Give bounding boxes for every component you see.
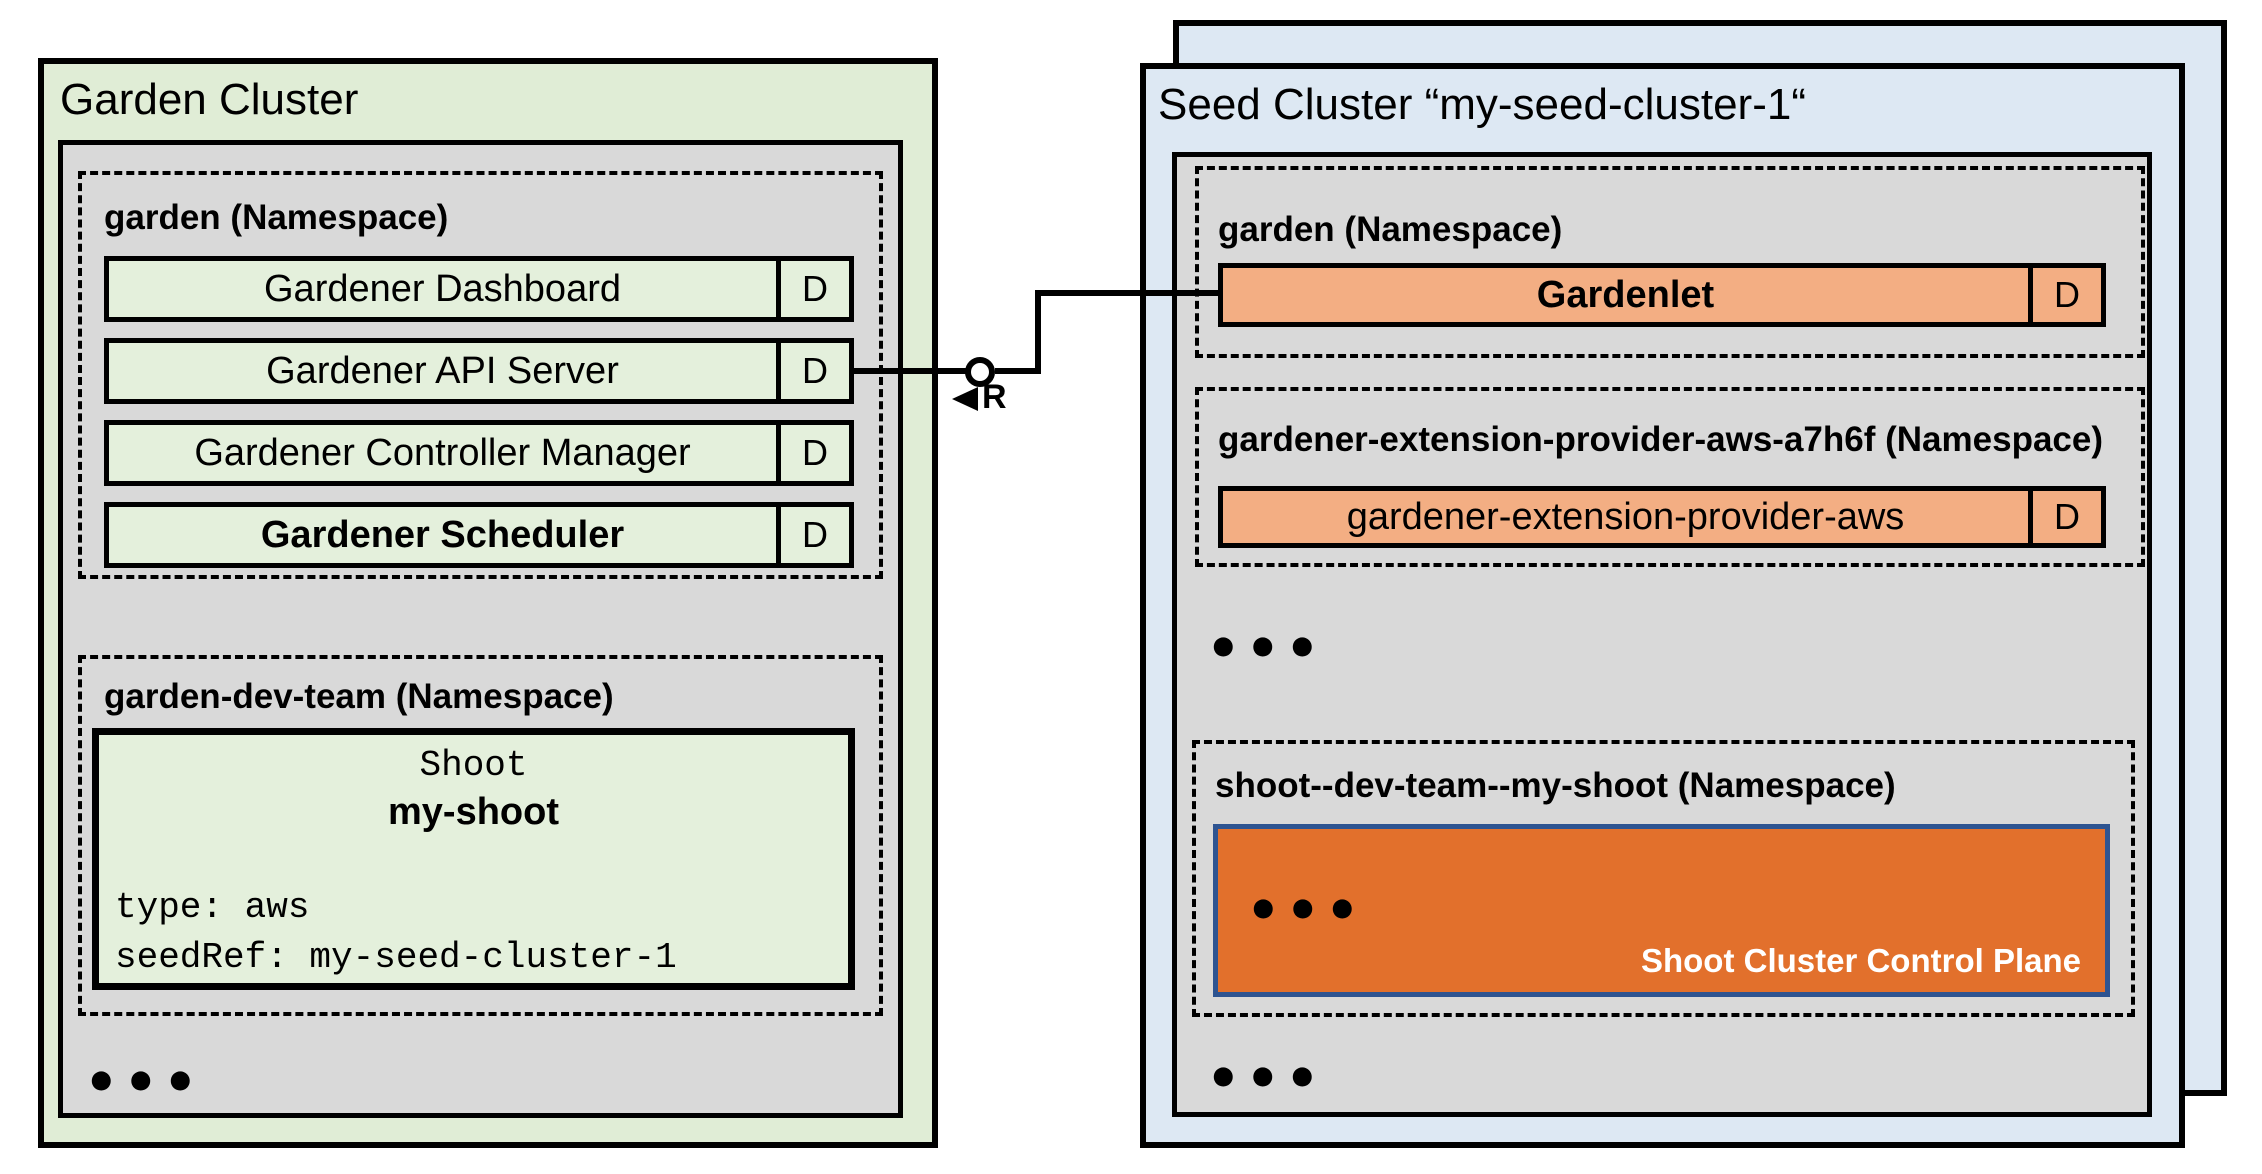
connector-segment-vertical bbox=[1035, 290, 1041, 374]
shoot-kind: Shoot bbox=[419, 745, 528, 786]
deployment-badge: D bbox=[776, 507, 849, 563]
shoot-resource-box: Shoot my-shoot type: aws seedRef: my-see… bbox=[92, 728, 855, 990]
component-label: Gardener Controller Manager bbox=[194, 431, 691, 474]
deployment-badge: D bbox=[776, 261, 849, 317]
garden-namespace-box bbox=[78, 171, 883, 579]
deployment-badge: D bbox=[2028, 268, 2101, 322]
extension-namespace-box bbox=[1195, 387, 2145, 567]
connector-segment-mid bbox=[995, 368, 1041, 374]
component-gardener-extension-provider-aws: gardener-extension-provider-aws D bbox=[1218, 486, 2106, 548]
component-label: Gardener API Server bbox=[266, 349, 619, 392]
shoot-control-plane-box: ••• Shoot Cluster Control Plane bbox=[1213, 824, 2110, 997]
component-label: Gardener Scheduler bbox=[260, 513, 625, 556]
seed-cluster-ellipsis-bottom: ••• bbox=[1206, 1047, 1325, 1110]
garden-dev-team-namespace-label: garden-dev-team (Namespace) bbox=[104, 677, 614, 716]
shoot-spec: type: aws seedRef: my-seed-cluster-1 bbox=[115, 887, 677, 978]
control-plane-label: Shoot Cluster Control Plane bbox=[1640, 942, 2081, 979]
deployment-badge: D bbox=[776, 425, 849, 481]
connector-relation-label: R bbox=[982, 378, 1007, 416]
component-gardener-dashboard: Gardener Dashboard D bbox=[104, 256, 854, 322]
component-gardener-controller-manager: Gardener Controller Manager D bbox=[104, 420, 854, 486]
seed-cluster-ellipsis-mid: ••• bbox=[1206, 617, 1325, 680]
connector-segment-to-gardenlet bbox=[1041, 290, 1218, 296]
deployment-badge: D bbox=[2028, 491, 2101, 543]
component-label: Gardenlet bbox=[1536, 273, 1715, 316]
extension-namespace-label: gardener-extension-provider-aws-a7h6f (N… bbox=[1218, 420, 2103, 459]
shoot-namespace-box bbox=[1192, 740, 2135, 1017]
shoot-namespace-label: shoot--dev-team--my-shoot (Namespace) bbox=[1215, 766, 1896, 805]
seed-cluster-title: Seed Cluster “my-seed-cluster-1“ bbox=[1158, 80, 1806, 129]
garden-cluster-title: Garden Cluster bbox=[60, 75, 359, 124]
component-label: Gardener Dashboard bbox=[264, 267, 621, 310]
control-plane-ellipsis: ••• bbox=[1246, 879, 1365, 942]
deployment-badge: D bbox=[776, 343, 849, 399]
connector-direction-arrow-icon bbox=[952, 387, 978, 411]
component-gardener-scheduler: Gardener Scheduler D bbox=[104, 502, 854, 568]
seed-garden-namespace-box bbox=[1195, 166, 2145, 358]
connector-segment-from-api-server bbox=[854, 368, 968, 374]
shoot-name: my-shoot bbox=[388, 791, 559, 833]
garden-cluster-ellipsis: ••• bbox=[84, 1051, 203, 1114]
component-gardenlet: Gardenlet D bbox=[1218, 263, 2106, 327]
seed-garden-namespace-label: garden (Namespace) bbox=[1218, 210, 1563, 249]
component-label: gardener-extension-provider-aws bbox=[1346, 495, 1905, 538]
component-gardener-api-server: Gardener API Server D bbox=[104, 338, 854, 404]
garden-dev-team-namespace-box bbox=[78, 655, 883, 1016]
garden-namespace-label: garden (Namespace) bbox=[104, 198, 449, 237]
connector-interface-circle bbox=[965, 357, 995, 387]
